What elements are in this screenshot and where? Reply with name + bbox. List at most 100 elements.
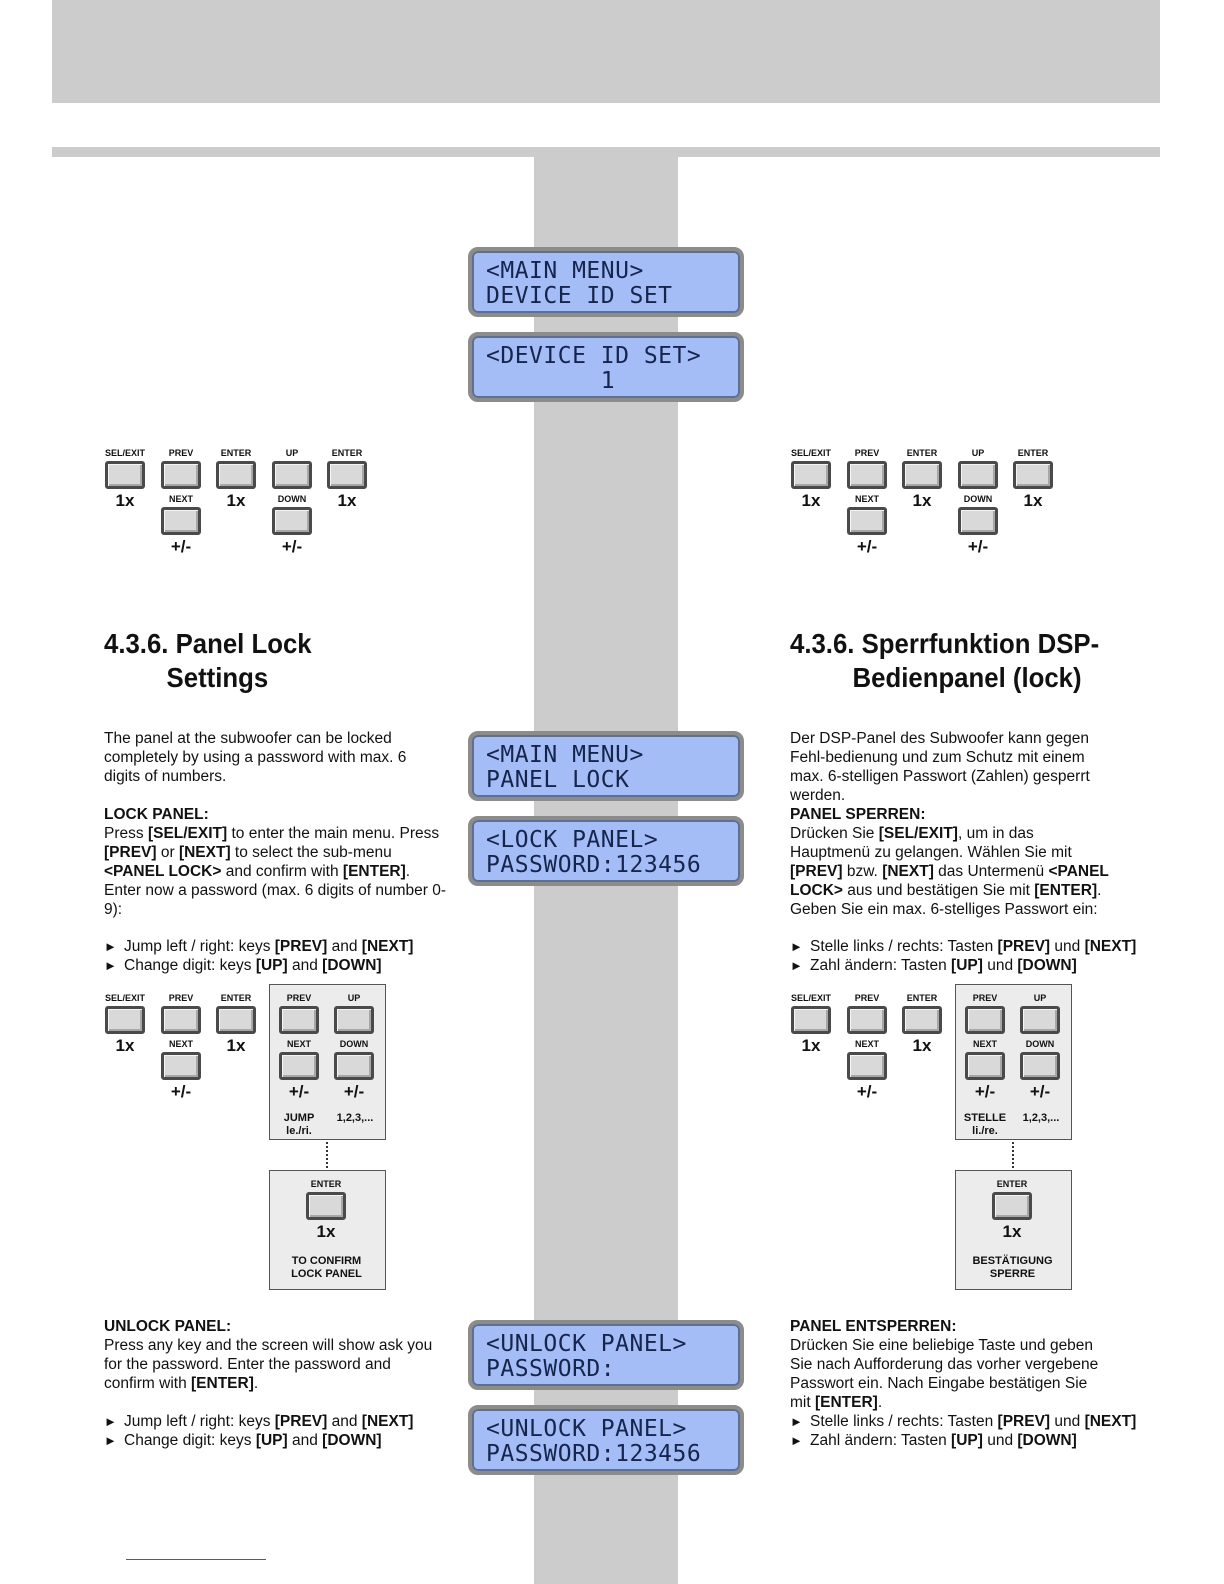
key-ref: [PREV] [274, 1413, 328, 1430]
text-run: Drücken Sie [790, 825, 879, 842]
lcd-line-2: DEVICE ID SET [486, 283, 673, 309]
next-button[interactable] [965, 1052, 1005, 1080]
lcd-main-menu-device-id: <MAIN MENU> DEVICE ID SET [468, 247, 744, 317]
text-run: Stelle links / rechts: Tasten [810, 938, 998, 955]
text-run: and [327, 938, 362, 955]
down-button[interactable] [958, 507, 998, 535]
text-run: or [156, 844, 179, 861]
next-button[interactable] [847, 507, 887, 535]
up-button[interactable] [958, 461, 998, 489]
menu-panel-lock-ref: <PANEL LOCK> [790, 863, 1109, 899]
enter-button[interactable] [1013, 461, 1053, 489]
key-label: PREV [854, 448, 880, 458]
intro-paragraph: Der DSP-Panel des Subwoofer kann gegen F… [790, 730, 1090, 804]
enter-button[interactable] [902, 461, 942, 489]
bullet-item: ►Zahl ändern: Tasten [UP] und [DOWN] [790, 956, 1150, 975]
key-label: NEXT [168, 1039, 193, 1049]
lock-panel-title: LOCK PANEL: [104, 806, 209, 823]
sel-exit-button[interactable] [105, 461, 145, 489]
key-enter-ref: [ENTER] [1034, 882, 1098, 899]
text-run: Jump left / right: keys [124, 938, 275, 955]
press-count: 1x [1002, 1222, 1022, 1241]
enter-button[interactable] [902, 1006, 942, 1034]
press-count: 1x [1023, 491, 1043, 510]
lock-panel-title: PANEL SPERREN: [790, 806, 926, 823]
key-prev-ref: [PREV] [104, 844, 157, 861]
up-button[interactable] [272, 461, 312, 489]
sel-exit-button[interactable] [791, 461, 831, 489]
key-label: ENTER [220, 448, 252, 458]
next-button[interactable] [279, 1052, 319, 1080]
key-label: PREV [972, 993, 998, 1003]
sel-exit-button[interactable] [791, 1006, 831, 1034]
lcd-line-2: PASSWORD:123456 [486, 852, 702, 878]
next-button[interactable] [847, 1052, 887, 1080]
key-label: PREV [854, 993, 880, 1003]
text-run: . [405, 863, 411, 880]
confirm-caption-line-2: LOCK PANEL [291, 1268, 362, 1280]
key-label: ENTER [996, 1179, 1028, 1189]
key-ref: [UP] [951, 957, 983, 974]
header-rule [52, 147, 1160, 157]
dotted-connector [1012, 1142, 1014, 1168]
key-ref: [DOWN] [1017, 957, 1077, 974]
prev-button[interactable] [161, 1006, 201, 1034]
key-ref: [NEXT] [361, 938, 414, 955]
down-button[interactable] [334, 1052, 374, 1080]
enter-button[interactable] [216, 1006, 256, 1034]
key-enter-ref: [ENTER] [814, 1394, 878, 1411]
lcd-line-2: PASSWORD: [486, 1356, 616, 1382]
text-run: and [327, 1413, 362, 1430]
key-next-ref: [NEXT] [882, 863, 934, 880]
next-button[interactable] [161, 1052, 201, 1080]
key-ref: [PREV] [997, 938, 1051, 955]
prev-button[interactable] [847, 461, 887, 489]
press-count: +/- [1029, 1082, 1051, 1101]
header-band [52, 0, 1160, 103]
confirm-caption-line-1: BESTÄTIGUNG [972, 1255, 1053, 1267]
lcd-lock-panel-password: <LOCK PANEL> PASSWORD:123456 [468, 816, 744, 886]
press-count: 1x [912, 1036, 932, 1055]
enter-button[interactable] [216, 461, 256, 489]
down-button[interactable] [272, 507, 312, 535]
key-label: UP [285, 448, 299, 458]
enter-button[interactable] [306, 1192, 346, 1220]
key-label: ENTER [906, 448, 938, 458]
bullet-list-en: ►Jump left / right: keys [PREV] and [NEX… [104, 937, 464, 975]
jump-caption-line-1: STELLE [963, 1112, 1007, 1124]
press-count: +/- [343, 1082, 365, 1101]
prev-button[interactable] [847, 1006, 887, 1034]
prev-button[interactable] [161, 461, 201, 489]
down-button[interactable] [1020, 1052, 1060, 1080]
up-button[interactable] [334, 1006, 374, 1034]
jump-caption-line-2: li./re. [972, 1125, 998, 1137]
text-run: and [287, 957, 323, 974]
prev-button[interactable] [965, 1006, 1005, 1034]
bullet-list-de-unlock: ►Stelle links / rechts: Tasten [PREV] un… [790, 1412, 1150, 1450]
key-sel-exit-ref: [SEL/EXIT] [147, 825, 228, 842]
text-run: , um in das Hauptmenü zu gelangen. Wähle… [790, 825, 1072, 861]
next-button[interactable] [161, 507, 201, 535]
key-label: PREV [286, 993, 312, 1003]
key-ref: [UP] [951, 1432, 983, 1449]
sel-exit-button[interactable] [105, 1006, 145, 1034]
lcd-device-id-set: <DEVICE ID SET> 1 [468, 332, 744, 402]
key-label: NEXT [168, 494, 193, 504]
text-run: Zahl ändern: Tasten [810, 957, 952, 974]
enter-button[interactable] [327, 461, 367, 489]
enter-button[interactable] [992, 1192, 1032, 1220]
bullet-marker: ► [104, 939, 117, 954]
lock-panel-text: Drücken Sie [SEL/EXIT], um in das Hauptm… [790, 824, 1112, 919]
key-label: DOWN [277, 494, 307, 504]
bullet-list-en-unlock: ►Jump left / right: keys [PREV] and [NEX… [104, 1412, 464, 1450]
text-run: Change digit: keys [124, 1432, 256, 1449]
key-ref: [DOWN] [322, 1432, 382, 1449]
confirm-caption-line-2: SPERRE [989, 1268, 1036, 1280]
lcd-line-2: PANEL LOCK [486, 767, 630, 793]
prev-button[interactable] [279, 1006, 319, 1034]
up-button[interactable] [1020, 1006, 1060, 1034]
